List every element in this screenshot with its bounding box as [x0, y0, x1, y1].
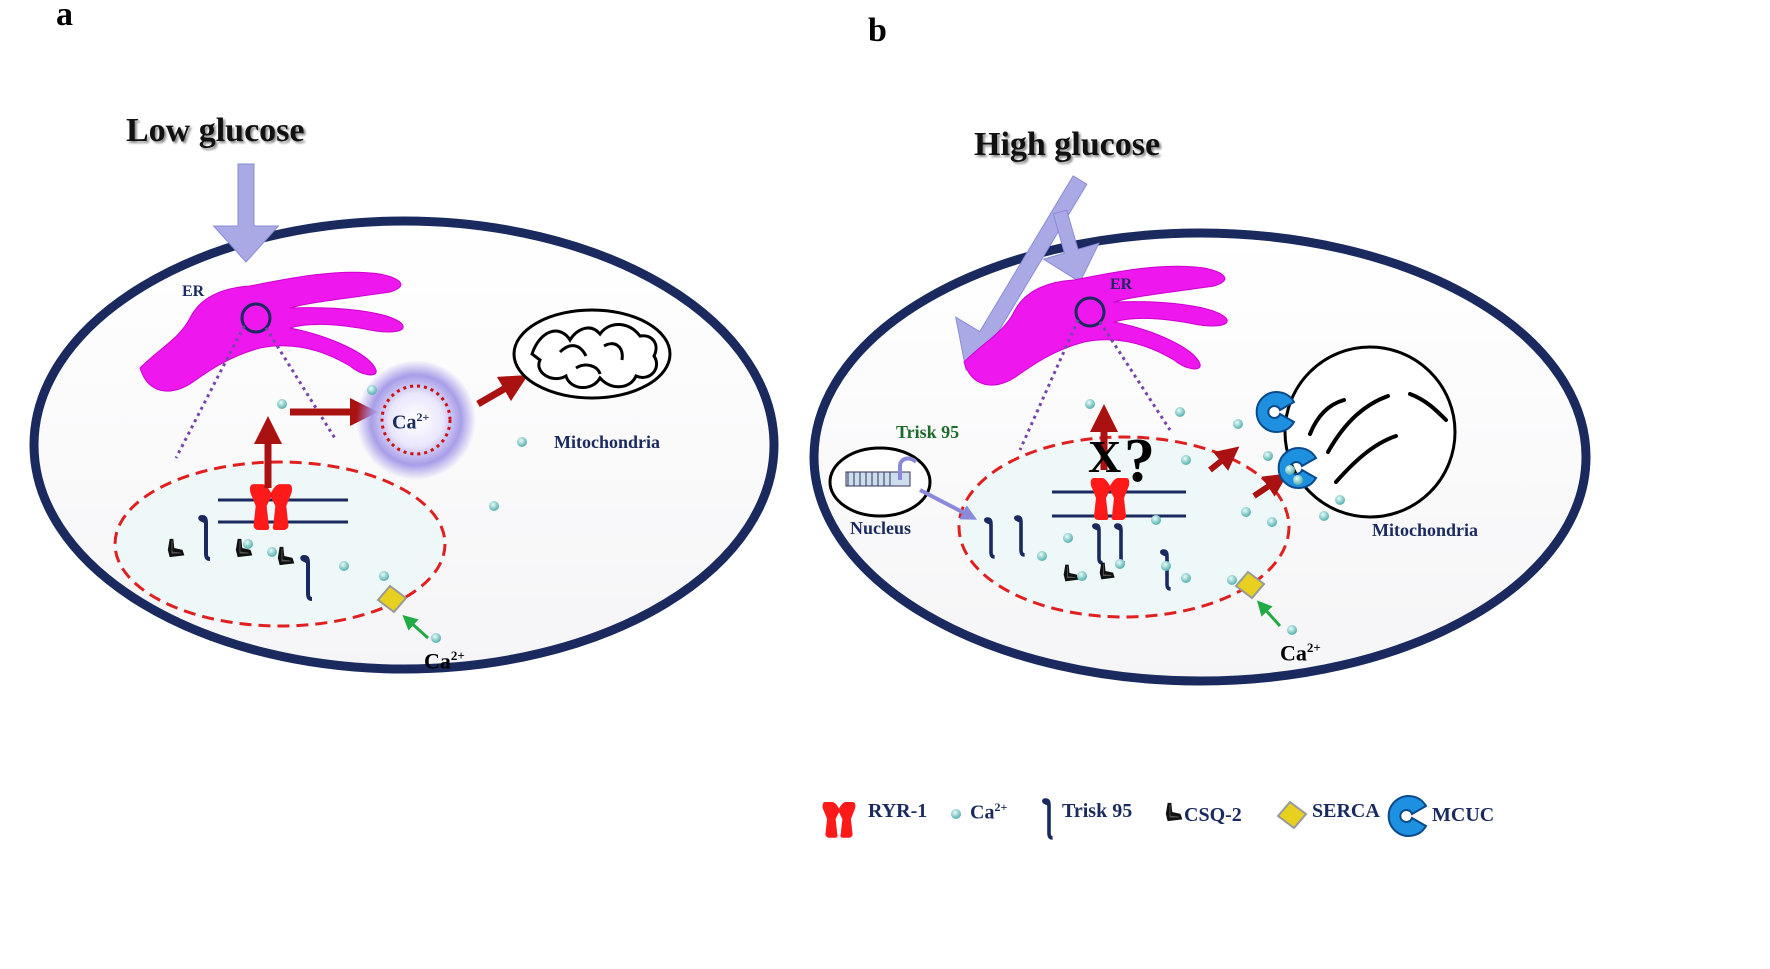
panel-a-ca-sup: 2+: [416, 410, 430, 424]
panel-b-ca-ion-6: [1241, 507, 1251, 517]
legend-csq-label: CSQ-2: [1184, 804, 1242, 826]
panel-a-er-shape: [139, 271, 404, 392]
panel-b-ca-ion-3: [1181, 455, 1191, 465]
panel-a-mitochondria-cristae: [530, 323, 659, 389]
panel-b-mcuc-2: [1277, 447, 1318, 489]
panel-b-ca-ion-13: [1115, 559, 1125, 569]
panel-a-mitochondria-inner: [558, 342, 624, 375]
panel-b-ca-ion-8: [1161, 561, 1171, 571]
panel-b-ca-ion-4: [1263, 451, 1273, 461]
panel-a-stimulus: Low glucose: [126, 112, 305, 149]
panel-a-ca-text: Ca: [392, 411, 417, 434]
panel-a-letter: a: [56, 0, 73, 33]
panel-b-transcription-arrow: [898, 456, 918, 480]
panel-b-mitochondria-cristae: [1308, 392, 1448, 484]
panel-b-mito-arrow-1: [1208, 446, 1240, 473]
panel-a-ca-halo-ring: [380, 384, 452, 456]
panel-b-er-lumen: [957, 435, 1291, 619]
panel-a-ca-ion-8: [431, 633, 441, 643]
panel-a-ca-ion-4: [243, 539, 253, 549]
panel-b-nucleus-to-er-arrow: [919, 488, 978, 520]
panel-b-mcuc-1: [1255, 391, 1296, 433]
panel-a-ca-ion-1: [367, 385, 377, 395]
panel-b-er-label: ER: [1110, 276, 1133, 293]
panel-b-nucleus-label: Nucleus: [850, 518, 912, 538]
panel-b-ca-ion-19: [1335, 495, 1345, 505]
panel-b-ca-ion-18: [1285, 465, 1295, 475]
panel-a-ca-ion-3: [489, 501, 499, 511]
panel-a-mito-arrow: [476, 374, 529, 408]
legend-serca-label: SERCA: [1312, 800, 1380, 822]
panel-b-ca-ion-17: [1267, 517, 1277, 527]
panel-a-er-label: ER: [182, 283, 205, 300]
legend-trisk-icon: [1042, 798, 1053, 840]
legend-ryr-label: RYR-1: [868, 800, 928, 822]
panel-b-mito-label: Mitochondria: [1372, 520, 1478, 540]
panel-b-er-zoom-circle: [1074, 296, 1106, 328]
panel-b-ca-bottom: Ca2+: [1280, 640, 1321, 666]
panel-b-trisk-label: Trisk 95: [896, 422, 960, 442]
legend-ca-sup: 2+: [994, 800, 1008, 814]
panel-b-ca-ion-11: [1063, 533, 1073, 543]
panel-a-serca: [376, 584, 408, 614]
panel-a-ca-bottom-sup: 2+: [450, 648, 465, 663]
panel-b-mitochondria-outer: [1283, 345, 1457, 519]
panel-b-ca-bottom-sup: 2+: [1306, 640, 1321, 655]
legend-ryr-icon: [822, 802, 856, 838]
panel-a-serca-arrow: [402, 614, 430, 640]
legend-mcuc-icon: [1387, 795, 1428, 837]
legend-serca-icon: [1276, 800, 1308, 830]
panel-b-ca-ion-7: [1151, 515, 1161, 525]
panel-a-er-zoom-circle: [240, 302, 272, 334]
panel-b-serca-arrow: [1256, 600, 1282, 628]
panel-b-ca-ion-10: [1037, 551, 1047, 561]
panel-a-er-lumen: [113, 460, 447, 628]
panel-a-mito-label: Mitochondria: [554, 432, 660, 452]
panel-b-mito-arrow-2: [1252, 473, 1288, 499]
panel-b-ca-ion-2: [1233, 419, 1243, 429]
panel-b-ca-bottom-text: Ca: [1280, 640, 1307, 666]
legend-ca-text: Ca: [970, 801, 995, 824]
legend-ca-label: Ca2+: [970, 800, 1007, 825]
panel-b-zoom-line-right: [1098, 321, 1172, 431]
panel-a-ca-ion-0: [277, 399, 287, 409]
legend-csq-icon: [1165, 802, 1183, 822]
panel-a-ca-bottom-text: Ca: [424, 648, 451, 674]
panel-b-block-mark: X: [1088, 431, 1122, 482]
panel-b-ca-ion-15: [1287, 625, 1297, 635]
panel-b-ca-ion-12: [1077, 571, 1087, 581]
panel-b-dna-rungs: [847, 472, 891, 486]
panel-b-ca-ion-5: [1293, 475, 1303, 485]
panel-b-ca-ion-16: [1319, 511, 1329, 521]
panel-a-ca-ion-2: [517, 437, 527, 447]
panel-a-glucose-arrow: [212, 163, 280, 263]
panel-b-glucose-arrow-er: [1042, 209, 1100, 283]
panel-a-zoom-line-right: [264, 327, 338, 441]
panel-a-ca-ion-5: [267, 547, 277, 557]
legend-mcuc-label: MCUC: [1432, 804, 1495, 826]
panel-b-stimulus: High glucose: [974, 126, 1161, 163]
panel-b-ca-ion-1: [1175, 407, 1185, 417]
panel-b-zoom-line-left: [1018, 319, 1080, 451]
panel-a-ca-halo: [356, 360, 476, 480]
panel-b-letter: b: [868, 12, 887, 49]
panel-b-ca-ion-14: [1227, 575, 1237, 585]
panel-a-ca-halo-label: Ca2+: [392, 410, 429, 435]
panel-b-serca: [1234, 570, 1266, 600]
legend-ca-icon: [951, 809, 961, 819]
panel-a-ca-bottom: Ca2+: [424, 648, 465, 674]
legend-trisk-label: Trisk 95: [1062, 800, 1133, 822]
panel-a-ca-ion-7: [379, 571, 389, 581]
panel-b-question-mark: ?: [1124, 427, 1155, 495]
panel-b-ca-ion-0: [1085, 399, 1095, 409]
panel-b-ca-ion-9: [1181, 573, 1191, 583]
panel-a-ca-ion-6: [339, 561, 349, 571]
